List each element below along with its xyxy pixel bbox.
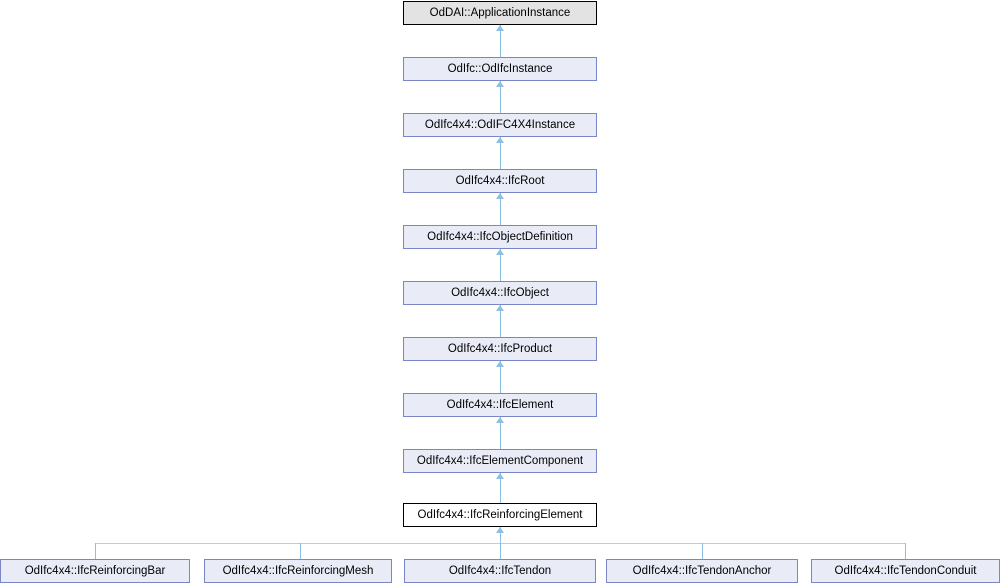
class-node-ifc-object[interactable]: OdIfc4x4::IfcObject <box>403 281 597 305</box>
arrow-up-icon-branch <box>496 527 504 533</box>
class-node-ifc-tendon-conduit[interactable]: OdIfc4x4::IfcTendonConduit <box>811 559 1000 583</box>
arrow-up-icon-0 <box>496 25 504 31</box>
class-node-ifc-reinforcing-mesh[interactable]: OdIfc4x4::IfcReinforcingMesh <box>204 559 392 583</box>
class-node-ifc-root[interactable]: OdIfc4x4::IfcRoot <box>403 169 597 193</box>
edge-vertical-branch-stem <box>500 527 501 544</box>
edge-vertical-sub-0 <box>95 543 96 560</box>
edge-vertical-3 <box>500 193 501 225</box>
class-node-ifc-object-definition[interactable]: OdIfc4x4::IfcObjectDefinition <box>403 225 597 249</box>
edge-vertical-7 <box>500 417 501 449</box>
edge-vertical-2 <box>500 137 501 169</box>
class-node-ifc-reinforcing-bar[interactable]: OdIfc4x4::IfcReinforcingBar <box>0 559 190 583</box>
arrow-up-icon-1 <box>496 81 504 87</box>
edge-vertical-5 <box>500 305 501 337</box>
edge-vertical-sub-1 <box>300 543 301 560</box>
class-node-ifc-tendon[interactable]: OdIfc4x4::IfcTendon <box>404 559 596 583</box>
class-node-ifc-element[interactable]: OdIfc4x4::IfcElement <box>403 393 597 417</box>
arrow-up-icon-7 <box>496 417 504 423</box>
edge-vertical-sub-2 <box>500 543 501 560</box>
edge-vertical-1 <box>500 81 501 113</box>
class-node-ifc-product[interactable]: OdIfc4x4::IfcProduct <box>403 337 597 361</box>
class-node-ifc-element-component[interactable]: OdIfc4x4::IfcElementComponent <box>403 449 597 473</box>
class-node-ifc-reinforcing-element[interactable]: OdIfc4x4::IfcReinforcingElement <box>403 503 597 527</box>
arrow-up-icon-2 <box>496 137 504 143</box>
arrow-up-icon-4 <box>496 249 504 255</box>
class-node-od-ifc4x4-instance[interactable]: OdIfc4x4::OdIFC4X4Instance <box>403 113 597 137</box>
class-node-od-dai-application-instance[interactable]: OdDAI::ApplicationInstance <box>403 1 597 25</box>
edge-vertical-8 <box>500 473 501 505</box>
arrow-up-icon-3 <box>496 193 504 199</box>
arrow-up-icon-6 <box>496 361 504 367</box>
edge-vertical-sub-4 <box>905 543 906 560</box>
edge-vertical-0 <box>500 25 501 57</box>
edge-vertical-4 <box>500 249 501 281</box>
edge-vertical-6 <box>500 361 501 393</box>
edge-vertical-sub-3 <box>702 543 703 560</box>
arrow-up-icon-5 <box>496 305 504 311</box>
arrow-up-icon-8 <box>496 473 504 479</box>
class-node-ifc-tendon-anchor[interactable]: OdIfc4x4::IfcTendonAnchor <box>606 559 798 583</box>
class-node-od-ifc-instance[interactable]: OdIfc::OdIfcInstance <box>403 57 597 81</box>
